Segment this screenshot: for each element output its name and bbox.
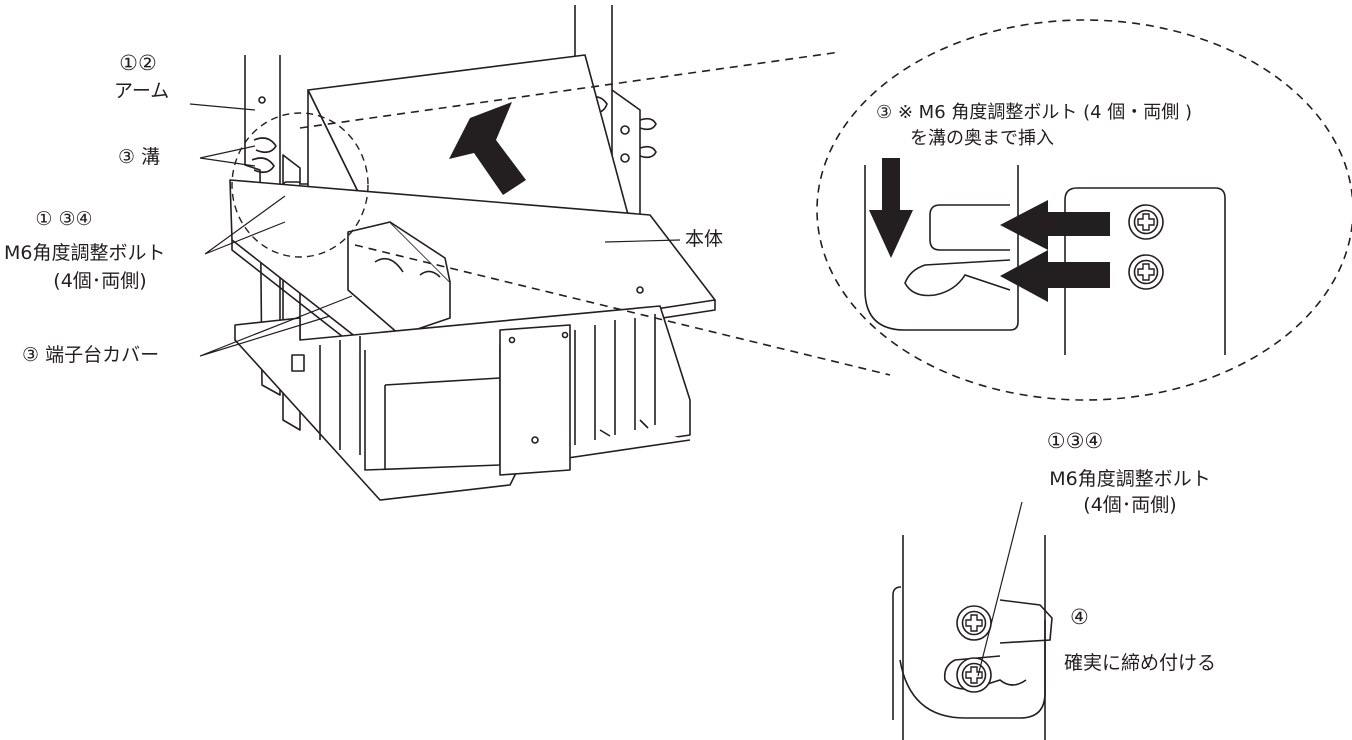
terminal-cover-label: ③ 端子台カバー	[22, 344, 160, 366]
detail-note-line2: を溝の奥まで挿入	[910, 128, 1054, 149]
main-body-label: 本体	[685, 228, 724, 250]
groove-label: ③ 溝	[118, 146, 161, 168]
lower-assembly	[234, 305, 691, 501]
step4-number: ④	[1070, 605, 1089, 629]
bolt-label: M6角度調整ボルト	[4, 242, 166, 264]
arm-label: アーム	[114, 80, 170, 102]
detail2-bolt-label: M6角度調整ボルト	[1049, 468, 1211, 490]
arm-step-number: ①②	[119, 51, 157, 75]
detail2-bolt-quantity: (4個･両側)	[1083, 494, 1177, 516]
leader-lines	[189, 103, 1023, 677]
main-unit-drawing	[229, 5, 716, 501]
bolt-step-number: ① ③④	[35, 208, 93, 230]
left-arrow-icon-upper	[1000, 200, 1110, 250]
step4-instruction: 確実に締め付ける	[1064, 652, 1217, 674]
detail-view-tighten	[892, 535, 1053, 740]
detail2-step-number: ①③④	[1046, 429, 1104, 453]
up-arrow-icon	[449, 102, 526, 195]
bolt-quantity-label: (4個･両側)	[53, 270, 147, 292]
detail-view-groove	[299, 19, 1352, 401]
left-arrow-icon-lower	[1000, 250, 1110, 302]
down-arrow-icon	[869, 158, 913, 258]
detail-note-line1: ③ ※ M6 角度調整ボルト (4 個・両側 )	[876, 102, 1193, 123]
groove-highlight-ellipse	[231, 112, 369, 258]
